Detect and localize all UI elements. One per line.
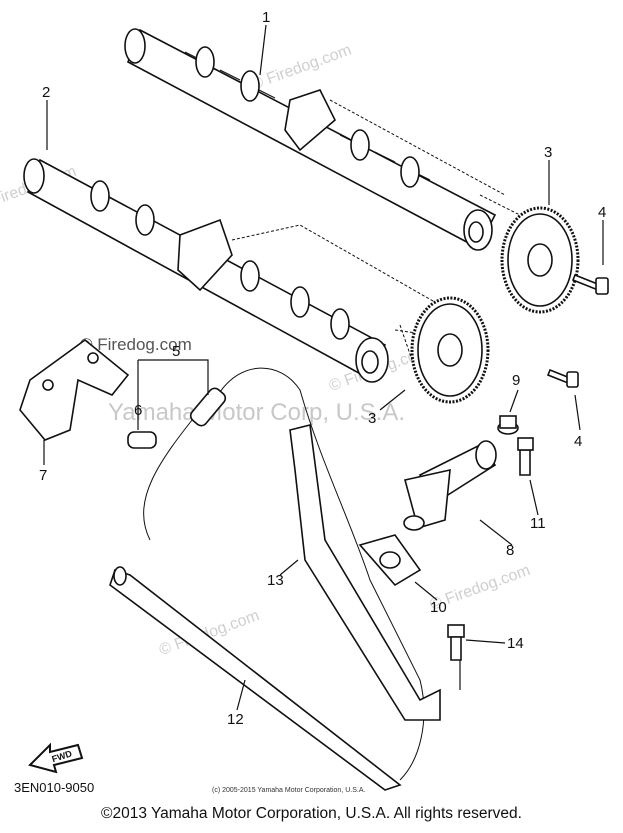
sprocket-bolt-lower bbox=[546, 368, 579, 388]
diagram-code: 3EN010-9050 bbox=[14, 780, 94, 795]
camshaft-upper bbox=[124, 28, 497, 251]
callout-1: 1 bbox=[262, 9, 270, 26]
cam-sprocket-lower bbox=[410, 296, 490, 404]
chain-guide-exhaust bbox=[109, 566, 402, 791]
callout-8: 8 bbox=[506, 542, 514, 559]
callout-11: 11 bbox=[530, 515, 546, 532]
callout-3-lower: 3 bbox=[368, 410, 376, 427]
callout-12: 12 bbox=[227, 711, 244, 728]
tensioner-cap-bolt bbox=[497, 415, 519, 435]
chain-tensioner bbox=[403, 440, 497, 531]
forward-direction-arrow: FWD bbox=[28, 742, 84, 774]
callout-9: 9 bbox=[512, 372, 520, 389]
callout-3-upper: 3 bbox=[544, 144, 552, 161]
callout-6: 6 bbox=[134, 402, 142, 419]
tensioner-bolt bbox=[517, 437, 534, 476]
watermark-site: © Firedog.com bbox=[249, 42, 354, 94]
callout-labels: 1 2 3 3 4 4 5 6 7 8 9 10 11 12 13 14 bbox=[39, 9, 606, 728]
callout-7: 7 bbox=[39, 467, 47, 484]
small-copyright: (c) 2005-2015 Yamaha Motor Corporation, … bbox=[212, 787, 365, 794]
watermark-site-overlay: © Firedog.com bbox=[80, 335, 192, 354]
camshaft-lower bbox=[23, 158, 389, 383]
leader-lines bbox=[43, 24, 604, 711]
callout-10: 10 bbox=[430, 599, 447, 616]
callout-2: 2 bbox=[42, 84, 50, 101]
callout-4-lower: 4 bbox=[574, 433, 582, 450]
callout-13: 13 bbox=[267, 572, 284, 589]
chain-guide-bracket bbox=[19, 338, 130, 441]
footer-copyright: ©2013 Yamaha Motor Corporation, U.S.A. A… bbox=[101, 805, 522, 822]
tensioner-gasket bbox=[358, 534, 422, 587]
guide-bolt bbox=[447, 624, 465, 661]
sprocket-bolt-upper bbox=[571, 273, 609, 295]
cam-chain bbox=[127, 367, 425, 781]
callout-4-upper: 4 bbox=[598, 204, 606, 221]
chain-guide-intake bbox=[289, 424, 441, 721]
callout-5: 5 bbox=[172, 343, 180, 360]
callout-14: 14 bbox=[507, 635, 524, 652]
cam-sprocket-upper bbox=[500, 206, 580, 314]
watermark-company: Yamaha Motor Corp, U.S.A. bbox=[108, 399, 405, 426]
